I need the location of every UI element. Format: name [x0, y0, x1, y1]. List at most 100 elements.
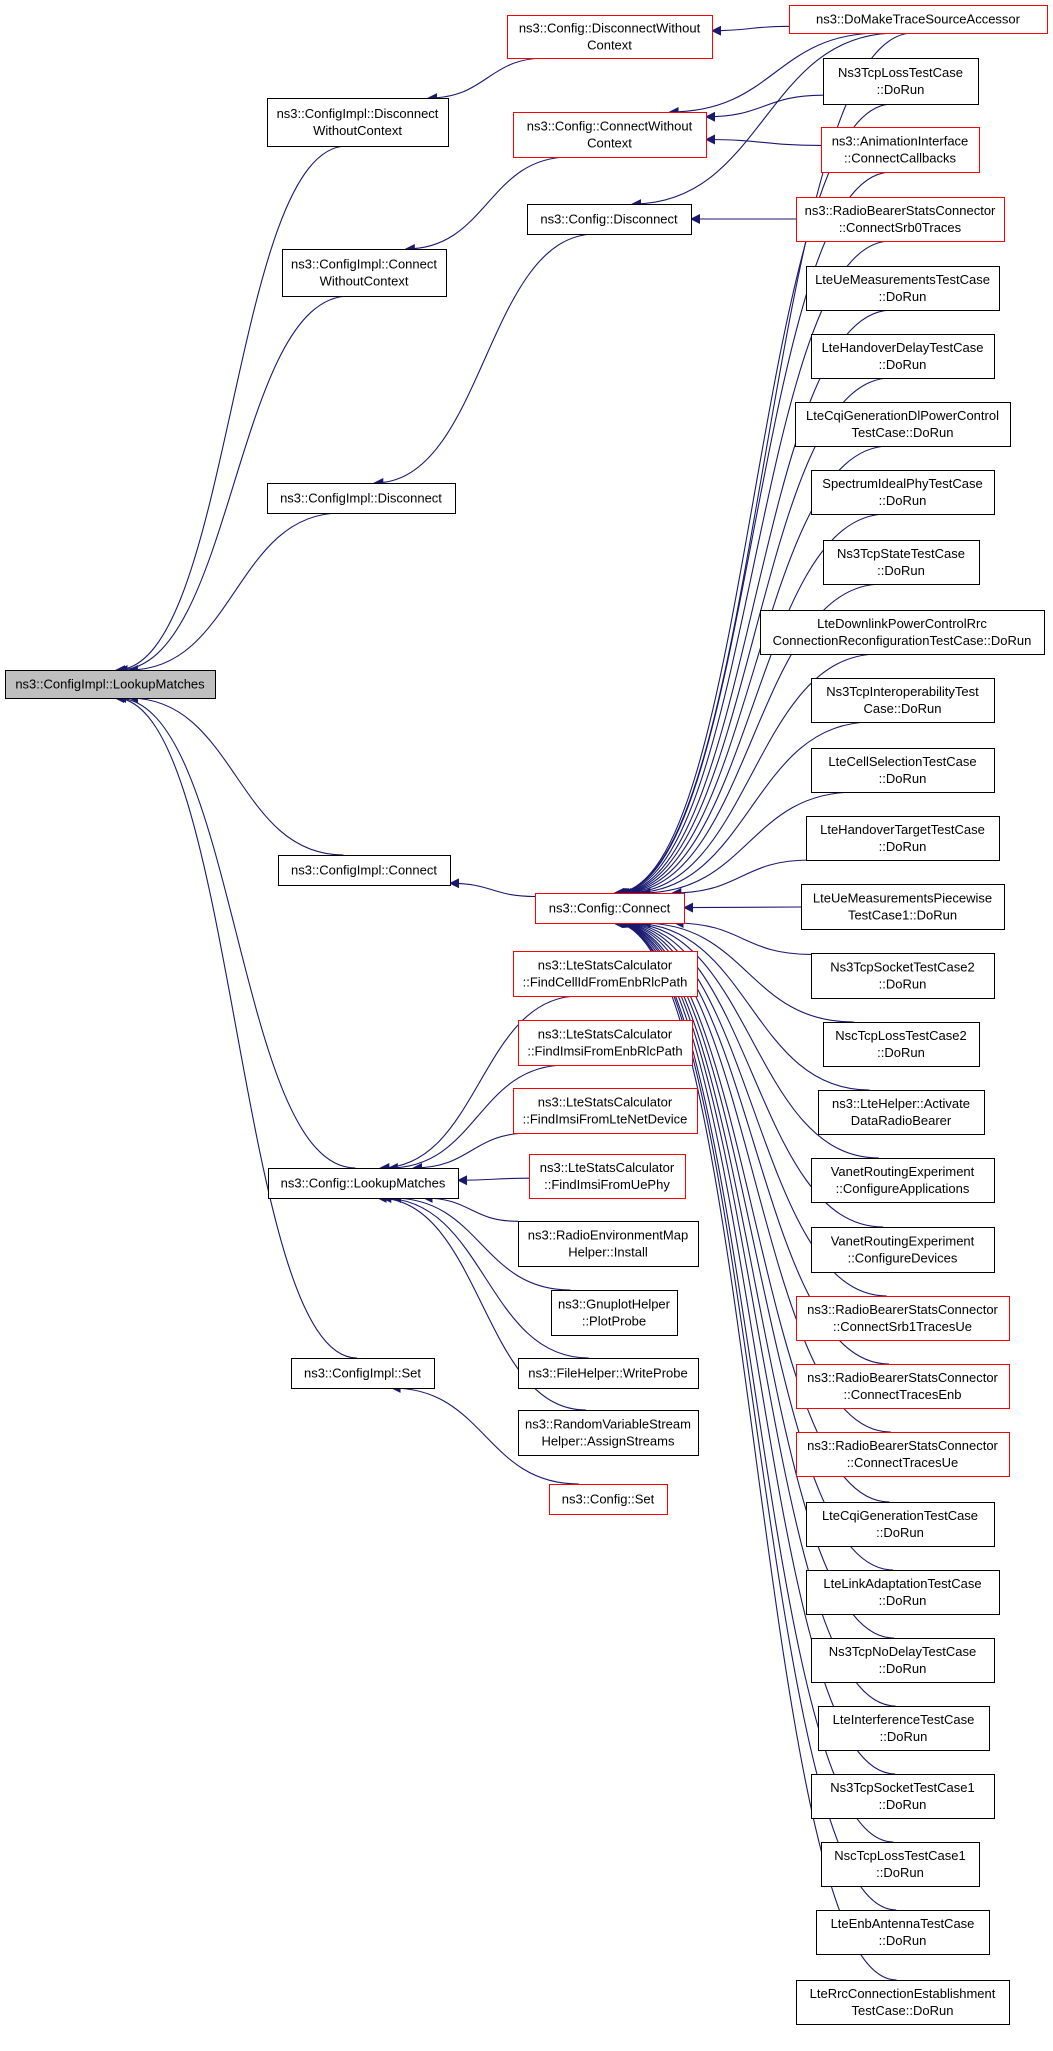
node-box	[796, 1296, 1010, 1341]
node-lteinterferencetestcase-dorun[interactable]: LteInterferenceTestCase::DoRun	[818, 1706, 990, 1751]
node-ltecellselectiontestcase-dorun[interactable]: LteCellSelectionTestCase::DoRun	[811, 748, 995, 793]
node-label-line: ::DoRun	[879, 771, 927, 786]
node-vanetroutingexperiment-configureapplications[interactable]: VanetRoutingExperiment::ConfigureApplica…	[811, 1158, 995, 1203]
node-label-line: ns3::ConfigImpl::Disconnect	[280, 491, 442, 506]
node-vanetroutingexperiment-configuredevices[interactable]: VanetRoutingExperiment::ConfigureDevices	[811, 1227, 995, 1273]
edge-r0-to-c_disc	[631, 32, 897, 209]
node-ltecqigenerationdlpowercontrol-testcase-dorun[interactable]: LteCqiGenerationDlPowerControlTestCase::…	[795, 402, 1011, 447]
node-label-line: ns3::ConfigImpl::LookupMatches	[15, 677, 205, 692]
node-ns3-animationinterface-connectcallbacks[interactable]: ns3::AnimationInterface::ConnectCallback…	[821, 127, 980, 173]
node-ns3-ltestatscalculator-findimsifromenbrlcpath[interactable]: ns3::LteStatsCalculator::FindImsiFromEnb…	[518, 1020, 693, 1066]
node-box	[513, 112, 707, 158]
node-label-line: VanetRoutingExperiment	[831, 1234, 975, 1249]
node-lteuemeasurementstestcase-dorun[interactable]: LteUeMeasurementsTestCase::DoRun	[806, 266, 1000, 311]
node-ns3-configimpl-disconnect-withoutcontext[interactable]: ns3::ConfigImpl::DisconnectWithoutContex…	[267, 98, 449, 147]
node-ns3tcpsockettestcase1-dorun[interactable]: Ns3TcpSocketTestCase1::DoRun	[811, 1774, 995, 1819]
node-label-line: ns3::LteStatsCalculator	[538, 958, 673, 973]
edge-r2-to-c_cwc	[705, 134, 822, 146]
node-box	[549, 1484, 668, 1515]
node-label-line: LteRrcConnectionEstablishment	[810, 1986, 996, 2001]
node-ns3-config-connect[interactable]: ns3::Config::Connect	[535, 893, 685, 924]
node-label-line: ns3::LteStatsCalculator	[538, 1095, 673, 1110]
edge-r7-to-c_conn	[619, 513, 888, 898]
node-ns3-radiobearerstatsconnector-connecttracesenb[interactable]: ns3::RadioBearerStatsConnector::ConnectT…	[796, 1364, 1010, 1409]
node-ns3-randomvariablestream-helper-assignstreams[interactable]: ns3::RandomVariableStreamHelper::AssignS…	[518, 1410, 699, 1456]
node-nsctcplosstestcase2-dorun[interactable]: NscTcpLossTestCase2::DoRun	[823, 1022, 980, 1067]
node-label-line: ::DoRun	[879, 1661, 927, 1676]
node-ltecqigenerationtestcase-dorun[interactable]: LteCqiGenerationTestCase::DoRun	[806, 1502, 995, 1547]
node-ns3-configimpl-disconnect[interactable]: ns3::ConfigImpl::Disconnect	[267, 483, 456, 514]
node-ns3-config-set[interactable]: ns3::Config::Set	[549, 1484, 668, 1515]
node-ns3-domaketracesourceaccessor[interactable]: ns3::DoMakeTraceSourceAccessor	[789, 5, 1048, 34]
node-ns3-radiobearerstatsconnector-connecttracesue[interactable]: ns3::RadioBearerStatsConnector::ConnectT…	[796, 1432, 1010, 1477]
node-box	[811, 1774, 995, 1819]
node-label-line: Ns3TcpLossTestCase	[838, 65, 963, 80]
node-ns3tcpsockettestcase2-dorun[interactable]: Ns3TcpSocketTestCase2::DoRun	[811, 953, 995, 999]
node-label-line: ::DoRun	[876, 1525, 924, 1540]
node-ns3-radiobearerstatsconnector-connectsrb0traces[interactable]: ns3::RadioBearerStatsConnector::ConnectS…	[796, 197, 1005, 242]
edges-layer	[114, 25, 914, 1981]
node-ltelinkadaptationtestcase-dorun[interactable]: LteLinkAdaptationTestCase::DoRun	[806, 1570, 1000, 1615]
node-ns3-configimpl-set[interactable]: ns3::ConfigImpl::Set	[291, 1358, 435, 1389]
edge-ci_dwc-to-root	[115, 145, 347, 675]
node-ns3-ltestatscalculator-findimsifromuephy[interactable]: ns3::LteStatsCalculator::FindImsiFromUeP…	[529, 1154, 686, 1199]
node-ltedownlinkpowercontrolrrc-connectionreconfigurationtestcase-dorun[interactable]: LteDownlinkPowerControlRrcConnectionReco…	[760, 610, 1045, 655]
node-box	[823, 1022, 980, 1067]
node-ns3-ltestatscalculator-findimsifromltenetdevice[interactable]: ns3::LteStatsCalculator::FindImsiFromLte…	[513, 1088, 698, 1134]
edge-fhw-to-c_lm	[381, 1193, 589, 1359]
node-label-line: ::DoRun	[879, 977, 927, 992]
node-label-line: ns3::Config::Set	[562, 1492, 655, 1507]
edge-c_lm-to-root	[116, 693, 356, 1169]
node-label-line: LteUeMeasurementsTestCase	[815, 272, 990, 287]
node-box	[268, 1168, 459, 1199]
node-box	[760, 610, 1045, 655]
node-label-line: WithoutContext	[320, 274, 409, 289]
node-label-line: ns3::Config::Disconnect	[540, 212, 678, 227]
node-label-line: ::DoRun	[879, 493, 927, 508]
node-ns3tcplosstestcase-dorun[interactable]: Ns3TcpLossTestCase::DoRun	[823, 58, 979, 105]
node-ns3tcpstatetestcase-dorun[interactable]: Ns3TcpStateTestCase::DoRun	[823, 540, 980, 585]
edge-r18-to-c_conn	[621, 918, 884, 1228]
node-label-line: LteHandoverTargetTestCase	[820, 822, 985, 837]
edge-lsc4-to-c_lm	[457, 1175, 530, 1186]
node-label-line: Ns3TcpSocketTestCase1	[830, 1780, 975, 1795]
node-ns3-radiobearerstatsconnector-connectsrb1tracesue[interactable]: ns3::RadioBearerStatsConnector::ConnectS…	[796, 1296, 1010, 1341]
node-box	[823, 58, 979, 105]
node-ns3-config-lookupmatches[interactable]: ns3::Config::LookupMatches	[268, 1168, 459, 1199]
node-label-line: ::ConnectTracesUe	[847, 1455, 959, 1470]
node-label-line: LteCqiGenerationDlPowerControl	[806, 408, 999, 423]
node-nsctcplosstestcase1-dorun[interactable]: NscTcpLossTestCase1::DoRun	[821, 1842, 980, 1887]
node-box	[535, 893, 685, 924]
edge-r13-to-c_conn	[683, 902, 802, 913]
node-ltehandovertargettestcase-dorun[interactable]: LteHandoverTargetTestCase::DoRun	[806, 816, 1000, 861]
node-spectrumidealphytestcase-dorun[interactable]: SpectrumIdealPhyTestCase::DoRun	[811, 470, 995, 515]
node-label-line: ns3::ConfigImpl::Connect	[291, 257, 437, 272]
node-box	[518, 1221, 699, 1267]
node-ns3-filehelper-writeprobe[interactable]: ns3::FileHelper::WriteProbe	[518, 1358, 699, 1389]
node-ns3-configimpl-connect[interactable]: ns3::ConfigImpl::Connect	[278, 855, 451, 886]
node-label-line: ns3::ConfigImpl::Disconnect	[277, 106, 439, 121]
node-box	[267, 483, 456, 514]
node-label-line: ns3::LteStatsCalculator	[540, 1160, 675, 1175]
node-ns3-ltestatscalculator-findcellidfromenbrlcpath[interactable]: ns3::LteStatsCalculator::FindCellIdFromE…	[513, 951, 698, 997]
node-ns3-gnuplothelper-plotprobe[interactable]: ns3::GnuplotHelper::PlotProbe	[551, 1290, 678, 1336]
node-ns3tcpnodelaytestcase-dorun[interactable]: Ns3TcpNoDelayTestCase::DoRun	[811, 1638, 995, 1683]
node-ns3-config-disconnect[interactable]: ns3::Config::Disconnect	[527, 204, 692, 235]
edge-r1-to-c_cwc	[705, 94, 824, 122]
node-box	[267, 98, 449, 147]
node-lterrcconnectionestablishment-testcase-dorun[interactable]: LteRrcConnectionEstablishmentTestCase::D…	[796, 1980, 1010, 2025]
node-label-line: ns3::ConfigImpl::Set	[304, 1366, 421, 1381]
node-label-line: ns3::RadioEnvironmentMap	[528, 1228, 688, 1243]
node-lteuemeasurementspiecewise-testcase1-dorun[interactable]: LteUeMeasurementsPiecewiseTestCase1::DoR…	[801, 884, 1005, 930]
edge-c_set-to-ci_set	[390, 1383, 579, 1485]
node-lteenbantennatestcase-dorun[interactable]: LteEnbAntennaTestCase::DoRun	[816, 1910, 990, 1955]
node-box	[811, 1158, 995, 1203]
node-ltehandoverdelaytestcase-dorun[interactable]: LteHandoverDelayTestCase::DoRun	[811, 334, 995, 379]
